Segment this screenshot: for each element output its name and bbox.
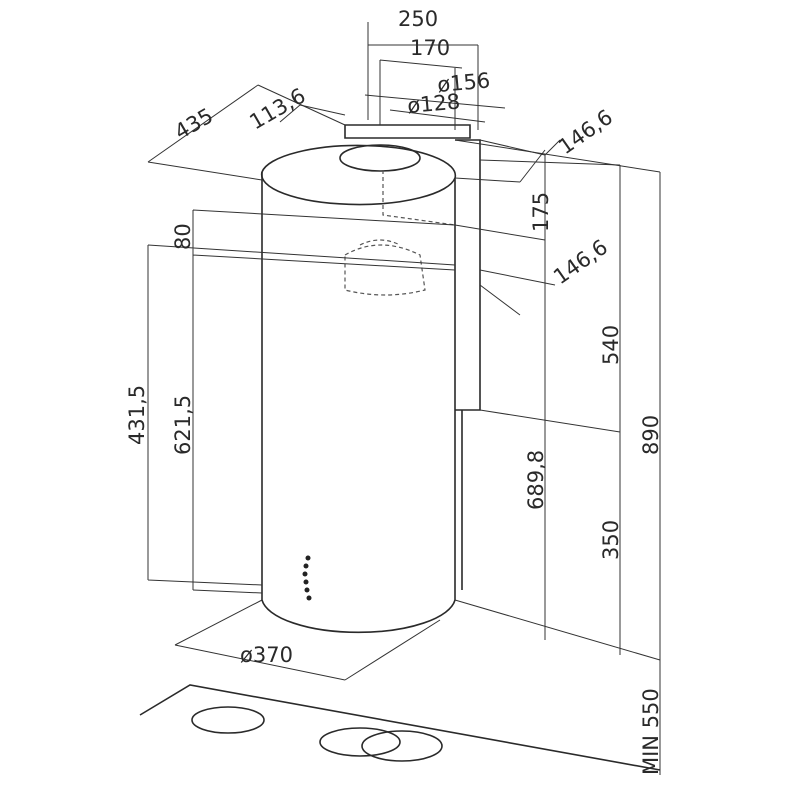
dim-128: ø128	[406, 89, 461, 118]
dim-113-6: 113,6	[246, 83, 310, 134]
dim-431-5: 431,5	[125, 385, 149, 445]
hood-cylinder	[260, 124, 481, 634]
hidden-duct	[344, 170, 456, 296]
dimension-lines	[147, 22, 661, 775]
dim-250: 250	[398, 7, 438, 31]
dim-min-550: MIN 550	[639, 688, 663, 775]
dim-370: ø370	[240, 643, 293, 667]
dim-80: 80	[171, 223, 195, 250]
dim-146-6-top: 146,6	[554, 105, 617, 159]
dim-350: 350	[599, 520, 623, 560]
cooktop	[139, 684, 661, 771]
control-buttons	[302, 555, 312, 601]
dim-146-6-mid: 146,6	[549, 235, 612, 289]
dim-170: 170	[410, 36, 450, 60]
dim-156: ø156	[436, 68, 491, 97]
dim-435: 435	[171, 103, 218, 144]
dim-689-8: 689,8	[524, 450, 548, 510]
dim-175: 175	[529, 192, 553, 232]
dim-621-5: 621,5	[171, 395, 195, 455]
dim-540: 540	[599, 325, 623, 365]
dim-890: 890	[639, 415, 663, 455]
